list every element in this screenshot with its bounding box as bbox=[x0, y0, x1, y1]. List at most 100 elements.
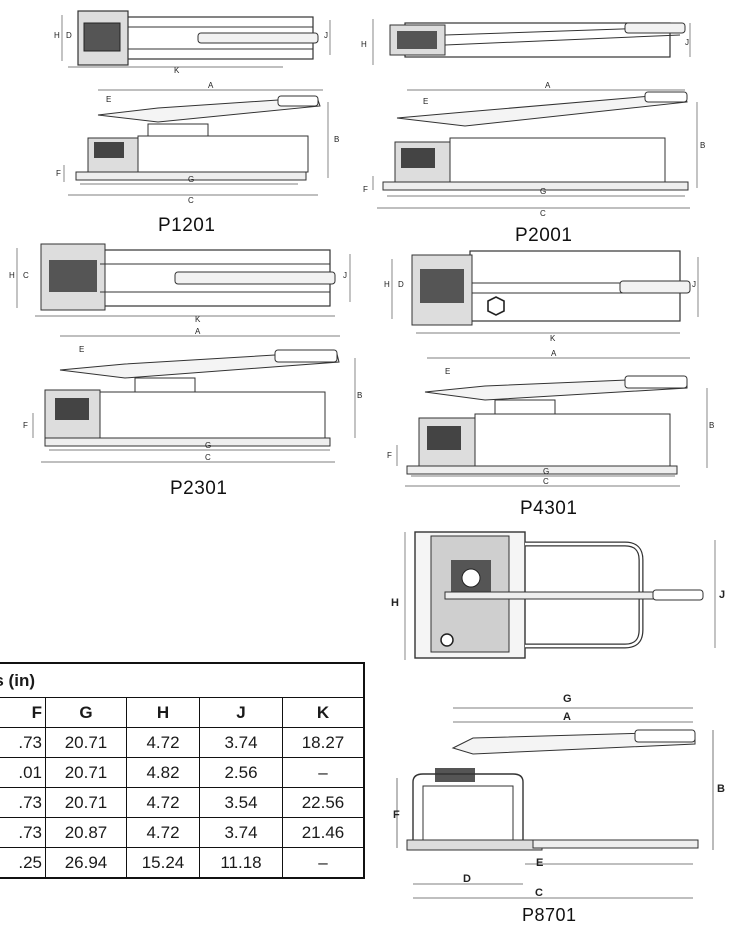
p2001-top-view: H J bbox=[355, 5, 700, 75]
table-header-row: F G H J K bbox=[0, 697, 365, 728]
table-title-row: ns (in) bbox=[0, 662, 365, 698]
dim-label: J bbox=[324, 31, 328, 40]
table-cell: 18.27 bbox=[282, 727, 365, 758]
table-cell: 20.87 bbox=[45, 817, 127, 848]
dim-label: A bbox=[195, 327, 201, 336]
dim-label: F bbox=[23, 421, 28, 430]
dim-label: C bbox=[23, 271, 29, 280]
col-header-k: K bbox=[282, 697, 365, 728]
dim-label: C bbox=[205, 453, 211, 462]
table-title: ns (in) bbox=[0, 662, 365, 698]
dim-label: C bbox=[535, 887, 543, 899]
col-header-f: F bbox=[0, 697, 46, 728]
table-cell: .73 bbox=[0, 727, 46, 758]
model-caption-p1201: P1201 bbox=[158, 215, 216, 236]
dim-label: C bbox=[540, 209, 546, 218]
dim-label: K bbox=[550, 334, 556, 343]
dimensions-table: ns (in) F G H J K .7320.714.723.7418.27.… bbox=[0, 662, 365, 879]
dim-label: G bbox=[563, 693, 572, 705]
table-cell: – bbox=[282, 847, 365, 879]
table-cell: 2.56 bbox=[199, 757, 283, 788]
table-cell: 11.18 bbox=[199, 847, 283, 879]
dim-label: A bbox=[545, 81, 551, 90]
table-cell: .01 bbox=[0, 757, 46, 788]
p2301-top-view: H C K J bbox=[5, 238, 360, 324]
table-cell: .25 bbox=[0, 847, 46, 879]
dim-label: H bbox=[361, 40, 367, 49]
dim-label: K bbox=[174, 66, 180, 75]
model-caption-p2301: P2301 bbox=[170, 478, 228, 499]
p4301-top-view: H D K J bbox=[380, 245, 710, 345]
dim-label: J bbox=[692, 280, 696, 289]
table-cell: 15.24 bbox=[126, 847, 200, 879]
table-cell: 3.54 bbox=[199, 787, 283, 818]
table-cell: .73 bbox=[0, 817, 46, 848]
p2001-side-view: A E B F G C bbox=[355, 80, 705, 220]
model-caption-p4301: P4301 bbox=[520, 498, 578, 519]
dim-label: D bbox=[463, 873, 471, 885]
table-cell: 4.72 bbox=[126, 787, 200, 818]
p8701-top-view: H J bbox=[385, 520, 729, 680]
dim-label: B bbox=[357, 391, 362, 400]
col-header-g: G bbox=[45, 697, 127, 728]
dim-label: E bbox=[423, 97, 428, 106]
table-cell: 20.71 bbox=[45, 727, 127, 758]
dim-label: F bbox=[363, 185, 368, 194]
dim-label: A bbox=[551, 349, 557, 358]
dim-label: J bbox=[685, 38, 689, 47]
dim-label: E bbox=[445, 367, 450, 376]
dim-label: B bbox=[334, 135, 339, 144]
table-title-text: ns (in) bbox=[0, 670, 35, 690]
dim-label: J bbox=[343, 271, 347, 280]
table-cell: .73 bbox=[0, 787, 46, 818]
table-cell: 3.74 bbox=[199, 817, 283, 848]
col-header-h: H bbox=[126, 697, 200, 728]
p1201-top-view: H D K J bbox=[48, 5, 338, 75]
table-cell: 20.71 bbox=[45, 787, 127, 818]
dim-label: H bbox=[9, 271, 15, 280]
model-caption-p2001: P2001 bbox=[515, 225, 573, 246]
dim-label: G bbox=[188, 175, 194, 184]
table-cell: 4.82 bbox=[126, 757, 200, 788]
dim-label: E bbox=[536, 857, 543, 869]
table-cell: 3.74 bbox=[199, 727, 283, 758]
dim-label: G bbox=[540, 187, 546, 196]
table-cell: 4.72 bbox=[126, 727, 200, 758]
dim-label: B bbox=[709, 421, 714, 430]
table-cell: 21.46 bbox=[282, 817, 365, 848]
dim-label: F bbox=[393, 809, 400, 821]
table-cell: 26.94 bbox=[45, 847, 127, 879]
model-caption-p8701: P8701 bbox=[522, 905, 577, 925]
p1201-side-view: A E B F G C bbox=[48, 80, 348, 205]
dim-label: C bbox=[188, 196, 194, 205]
dim-label: E bbox=[106, 95, 111, 104]
p2301-side-view: A E B F G C bbox=[5, 327, 365, 468]
p4301-side-view: A E B F G C bbox=[375, 349, 715, 490]
dim-label: F bbox=[56, 169, 61, 178]
p8701-side-view: G A B F E D C bbox=[383, 690, 727, 908]
dim-label: K bbox=[195, 315, 201, 324]
dim-label: D bbox=[66, 31, 72, 40]
dim-label: A bbox=[208, 81, 214, 90]
dim-label: C bbox=[543, 477, 549, 486]
dim-label: B bbox=[717, 783, 725, 795]
dim-label: G bbox=[205, 441, 211, 450]
dim-label: A bbox=[563, 711, 571, 723]
table-cell: 20.71 bbox=[45, 757, 127, 788]
table-cell: 22.56 bbox=[282, 787, 365, 818]
table-cell: – bbox=[282, 757, 365, 788]
dim-label: E bbox=[79, 345, 84, 354]
dim-label: F bbox=[387, 451, 392, 460]
col-header-j: J bbox=[199, 697, 283, 728]
dim-label: B bbox=[700, 141, 705, 150]
table-cell: 4.72 bbox=[126, 817, 200, 848]
dim-label: H bbox=[54, 31, 60, 40]
dim-label: H bbox=[391, 597, 399, 609]
dim-label: H bbox=[384, 280, 390, 289]
dim-label: J bbox=[719, 589, 725, 601]
